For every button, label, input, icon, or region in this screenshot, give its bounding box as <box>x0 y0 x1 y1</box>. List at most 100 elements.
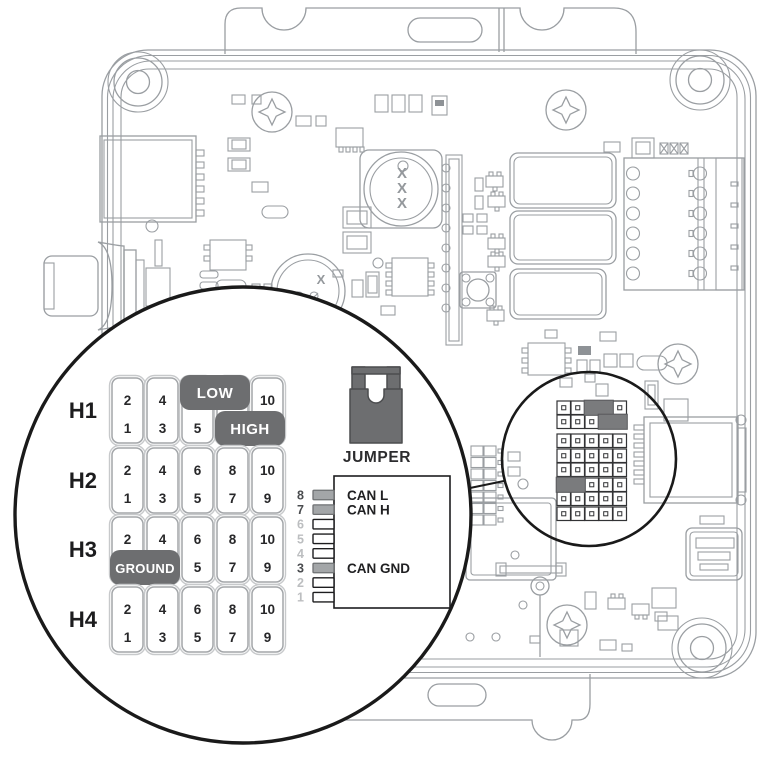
sot-transistors <box>462 171 506 326</box>
pin-number: 5 <box>194 491 202 506</box>
capacitor-marking-char: X <box>397 180 407 197</box>
phillips-screws <box>251 89 699 646</box>
pin-number: 5 <box>194 630 202 645</box>
header-pin-pad <box>598 491 614 507</box>
installed-jumper <box>555 476 586 493</box>
pin-number: 2 <box>124 463 132 478</box>
header-pin-pad <box>556 414 572 430</box>
pin-strip-and-switch <box>441 154 506 346</box>
phillips-screw <box>657 343 699 385</box>
header-pin-pad <box>598 477 614 493</box>
can-pin <box>312 489 335 501</box>
misc-near-header <box>507 451 529 560</box>
terminal-screw <box>625 246 641 261</box>
can-pin-label: CAN L <box>347 488 388 503</box>
pin-number: 1 <box>124 630 132 645</box>
top-tab-slot <box>407 17 483 43</box>
pin-number: 5 <box>194 560 202 575</box>
phillips-screw <box>545 89 587 131</box>
inductor-marking: X <box>317 272 326 287</box>
header-pin-pad <box>612 448 628 464</box>
pin-pad <box>470 514 484 526</box>
header-pin-pad <box>556 506 572 522</box>
ethernet-module <box>99 135 205 233</box>
can-pin-number: 5 <box>297 532 304 546</box>
usb-mini-connector <box>651 515 743 631</box>
header-pin-pad <box>612 491 628 507</box>
header-pin-pad <box>612 477 628 493</box>
mounting-hole <box>669 49 731 111</box>
jumper-header-block <box>555 399 628 522</box>
pin-number: 2 <box>124 602 132 617</box>
header-pin-pad <box>598 462 614 478</box>
pin-number: 10 <box>260 532 275 547</box>
can-pin-number: 6 <box>297 518 304 532</box>
header-label: H2 <box>69 468 97 493</box>
pin-number: 1 <box>124 421 132 436</box>
jumper-cap-illustration: JUMPER <box>343 366 411 466</box>
tact-switch <box>459 271 497 309</box>
pin-number: 7 <box>229 630 237 645</box>
pin-number: 8 <box>229 602 237 617</box>
rj45-connector <box>633 414 747 506</box>
terminal-screw <box>625 186 641 201</box>
pin-pad <box>470 491 484 503</box>
top-mounting-tab <box>224 7 637 54</box>
can-pin <box>312 518 335 530</box>
callout-leader-line <box>469 480 505 489</box>
header-label: H4 <box>69 607 98 632</box>
phillips-screw <box>251 91 293 133</box>
large-capacitor: XXX <box>359 149 443 229</box>
can-pin-number: 2 <box>297 576 304 590</box>
header-pin-pad <box>584 414 600 430</box>
header-pin-pad <box>570 462 586 478</box>
header-pin-pad <box>584 477 600 493</box>
signal-badge-label: HIGH <box>230 421 270 438</box>
bottom-components <box>465 562 668 657</box>
signal-badge <box>110 550 180 585</box>
header-pin-pad <box>570 448 586 464</box>
header-label: H3 <box>69 537 97 562</box>
pin-number: 8 <box>229 463 237 478</box>
pin-pad <box>470 445 484 457</box>
mounting-hole <box>671 617 733 679</box>
can-pin <box>312 547 335 559</box>
pin-number: 6 <box>194 532 202 547</box>
pin-pad <box>483 491 497 503</box>
header-pin-pad <box>556 433 572 449</box>
capacitor-marking-char: X <box>397 165 407 182</box>
can-pin-label: CAN H <box>347 503 390 518</box>
pin-number: 3 <box>159 491 167 506</box>
header-pin-pad <box>570 414 586 430</box>
installed-jumper <box>597 413 628 430</box>
pin-pad <box>483 456 497 469</box>
terminal-screw <box>625 266 641 281</box>
installed-jumper <box>583 399 614 416</box>
can-pin <box>312 533 335 545</box>
pin-number: 10 <box>260 463 275 478</box>
pin-pad <box>483 502 497 515</box>
pin-pad <box>470 456 484 469</box>
mounting-hole <box>107 51 169 113</box>
bottom-tab-slot <box>427 683 487 707</box>
pin-pad <box>483 445 497 457</box>
can-pin <box>312 577 335 589</box>
header-pin-pad <box>612 433 628 449</box>
capacitor-marking-char: X <box>397 195 407 212</box>
terminal-screw <box>625 226 641 241</box>
can-pin-label: CAN GND <box>347 561 410 576</box>
pin-number: 9 <box>264 560 272 575</box>
capacitor-marking: XXX <box>397 165 407 212</box>
header-pin-pad <box>612 506 628 522</box>
pin-number: 10 <box>260 602 275 617</box>
pin-number: 4 <box>159 602 167 617</box>
header-pin-pad <box>556 462 572 478</box>
header-pin-pad <box>556 448 572 464</box>
header-pin-pad <box>556 491 572 507</box>
can-pin <box>312 504 335 516</box>
pin-number: 2 <box>124 393 132 408</box>
